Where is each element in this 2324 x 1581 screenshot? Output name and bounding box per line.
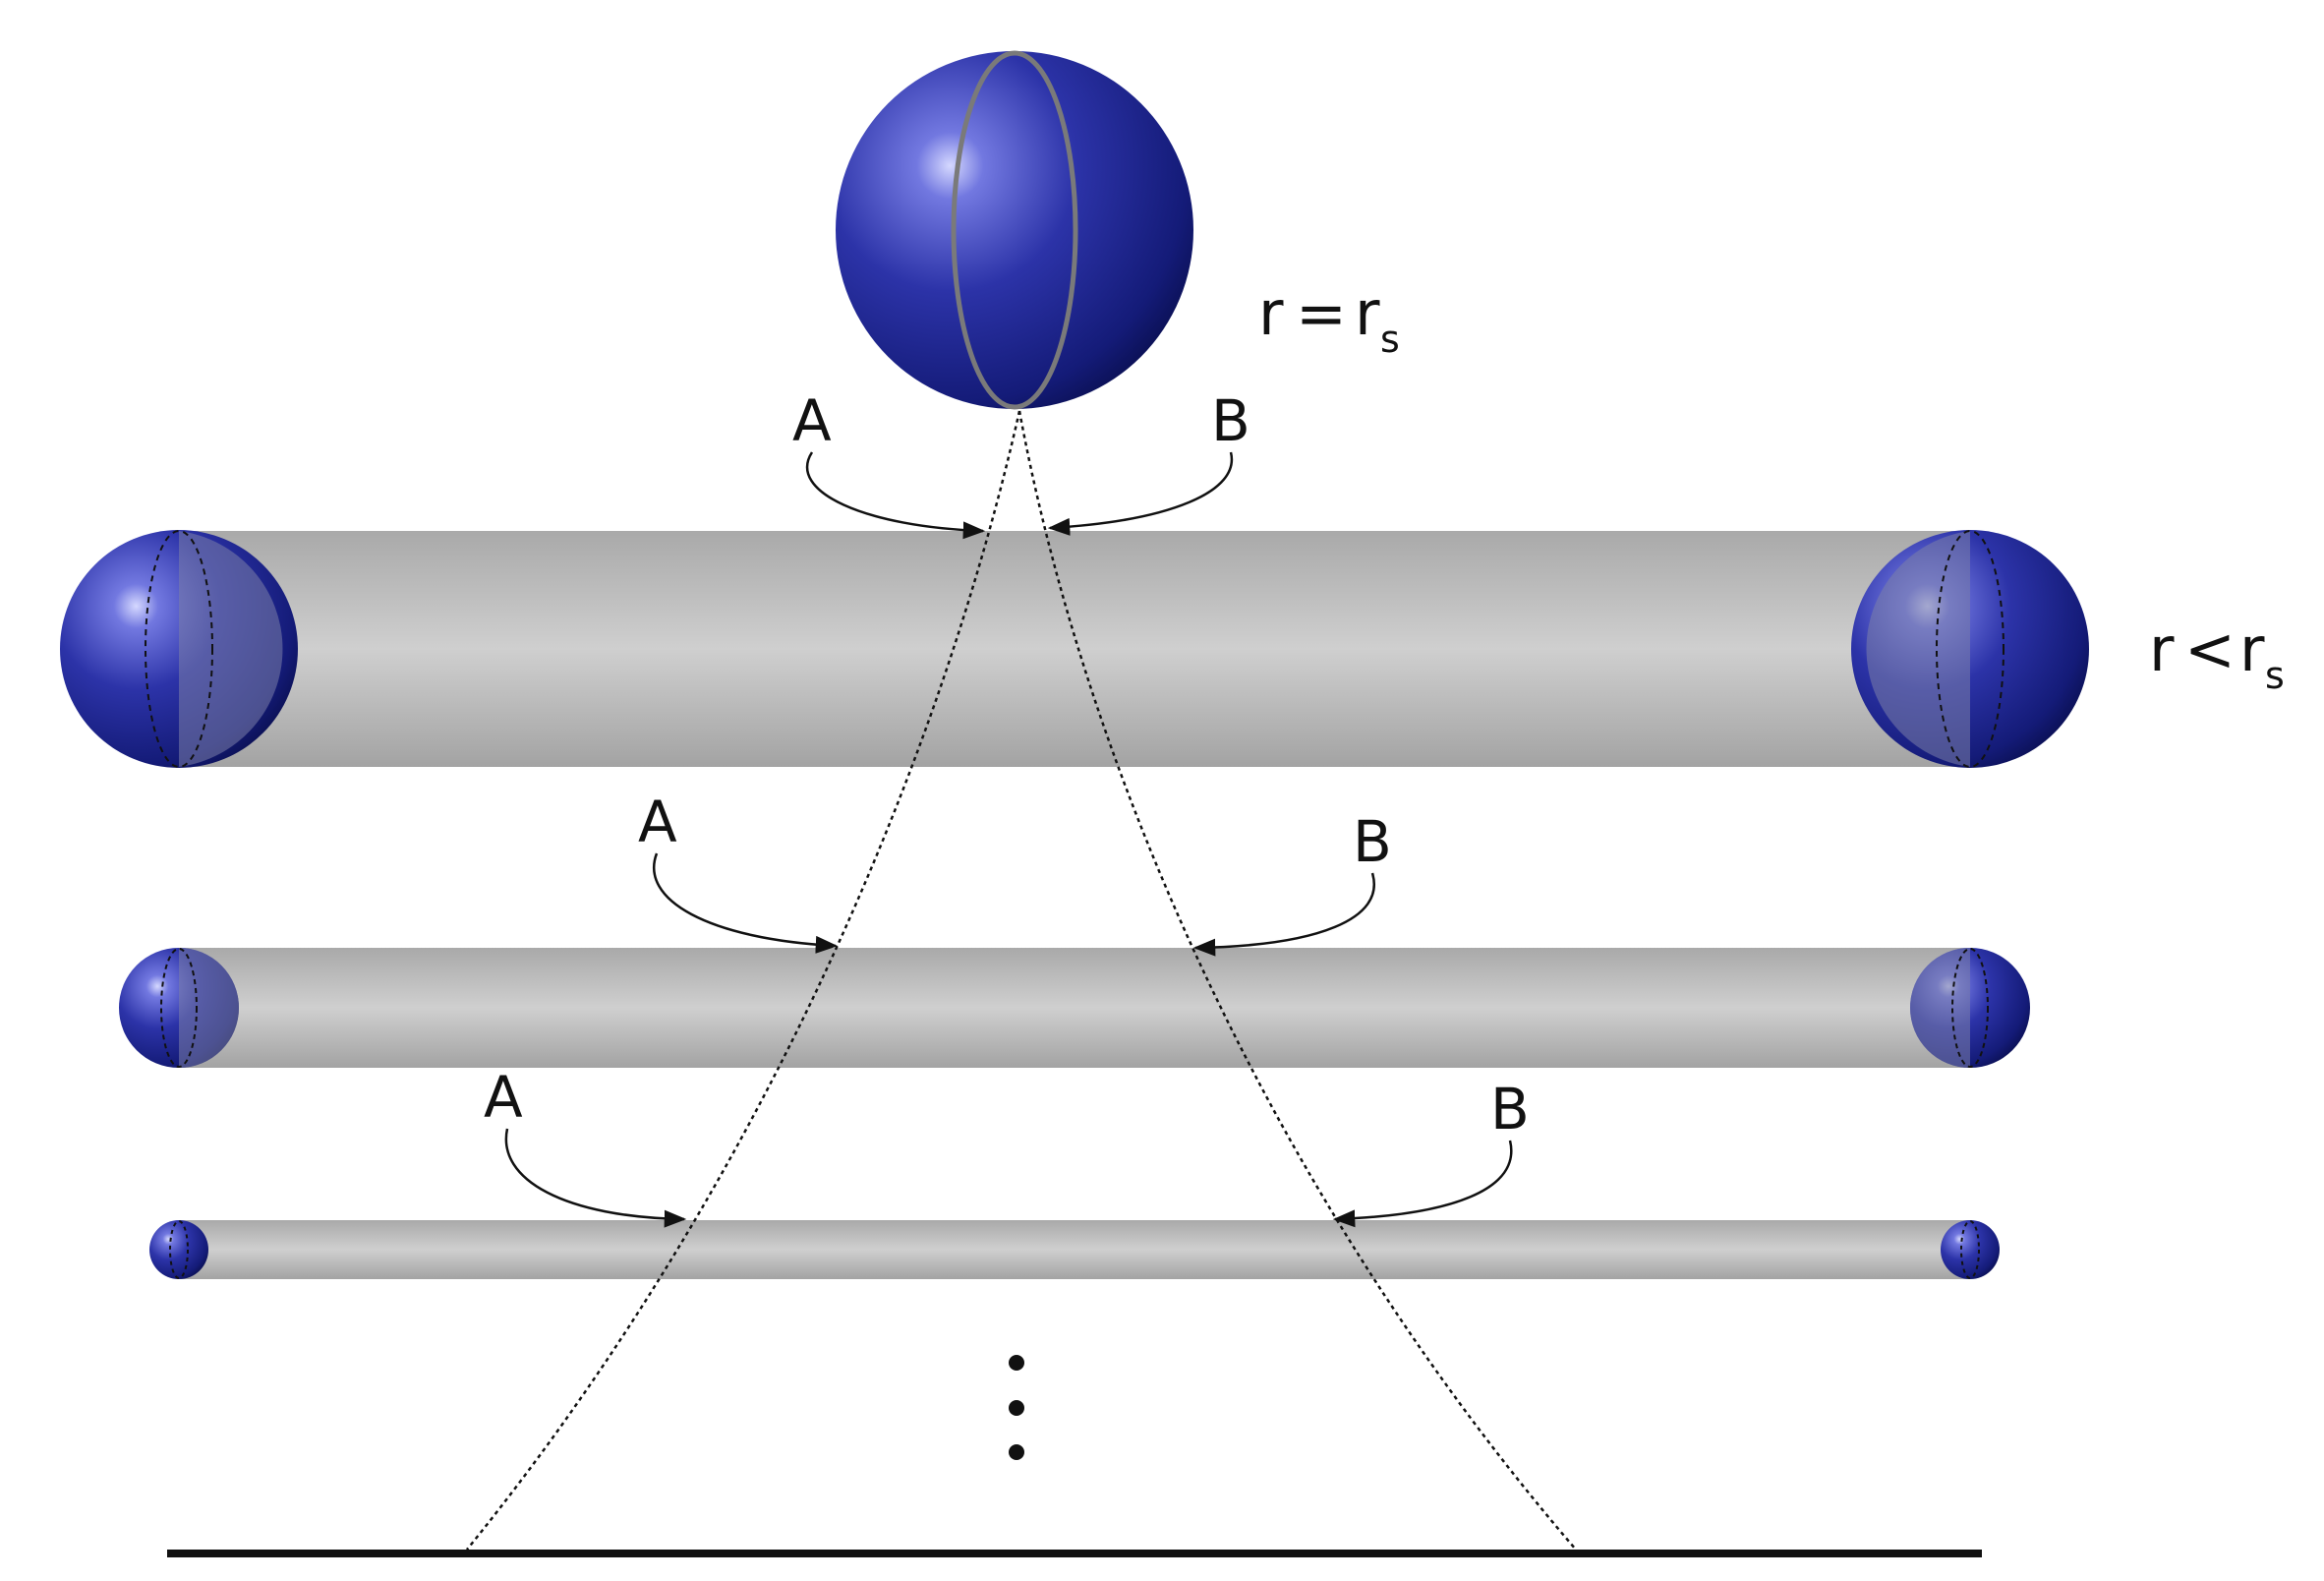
arrow-b-2 bbox=[1192, 872, 1375, 957]
tube-1 bbox=[60, 530, 2089, 768]
relation-rs-subscript: s bbox=[2265, 654, 2285, 697]
relation-rs: r bbox=[1355, 277, 1380, 349]
relation-r: r bbox=[2149, 614, 2175, 685]
label-a-2: A bbox=[638, 789, 677, 855]
label-b-1: B bbox=[1211, 387, 1250, 454]
vertical-ellipsis bbox=[1009, 1355, 1024, 1460]
label-a-1: A bbox=[792, 387, 832, 454]
arrow-a-1 bbox=[805, 451, 986, 540]
relation-op: = bbox=[1296, 277, 1347, 349]
relation-rs-subscript: s bbox=[1380, 318, 1400, 361]
relation-rs: r bbox=[2239, 614, 2265, 685]
label-a-3: A bbox=[484, 1064, 523, 1131]
relation-op: < bbox=[2184, 614, 2236, 685]
relation-r-equals-rs: r = r s bbox=[1258, 277, 1400, 361]
relation-r: r bbox=[1258, 277, 1284, 349]
tube-3 bbox=[149, 1220, 2000, 1279]
arrow-b-3 bbox=[1332, 1140, 1513, 1228]
top-sphere bbox=[836, 50, 1193, 410]
right-funnel-curve bbox=[1017, 410, 1577, 1551]
label-b-3: B bbox=[1490, 1076, 1530, 1142]
relation-r-less-rs: r < r s bbox=[2149, 614, 2285, 697]
arrow-b-1 bbox=[1047, 451, 1234, 536]
label-b-2: B bbox=[1353, 808, 1392, 875]
arrow-a-2 bbox=[653, 852, 839, 954]
arrow-a-3 bbox=[504, 1128, 687, 1228]
tube-2 bbox=[119, 948, 2030, 1068]
left-funnel-curve bbox=[466, 410, 1021, 1551]
